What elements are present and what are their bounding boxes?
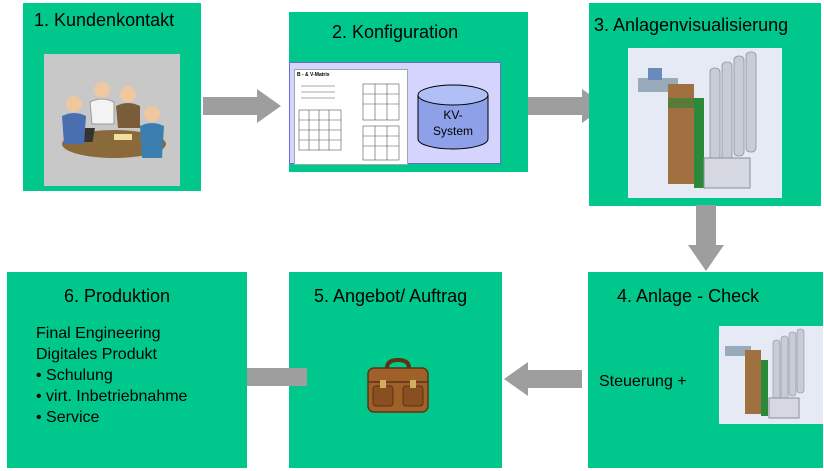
briefcase-icon — [365, 357, 431, 421]
step-title: 5. Angebot/ Auftrag — [314, 286, 468, 306]
step-title: 2. Konfiguration — [332, 22, 459, 42]
list-item: • virt. Inbetriebnahme — [36, 388, 188, 405]
cylinder-label-line2: System — [432, 124, 473, 138]
plant-3d-model-icon — [719, 326, 823, 424]
list-item: • Service — [36, 409, 100, 426]
step-anlage-check: 4. Anlage - Check Steuerung + — [588, 272, 823, 468]
arrow-down-icon — [688, 205, 724, 271]
step-angebot-auftrag: 5. Angebot/ Auftrag — [289, 272, 502, 468]
control-label: Steuerung + — [599, 373, 687, 390]
plant-3d-model-icon — [628, 48, 782, 198]
step-konfiguration: 2. Konfiguration B - & V-Matrix — [289, 12, 528, 172]
step-title: 6. Produktion — [64, 286, 171, 306]
step-produktion: 6. Produktion Final Engineering Digitale… — [7, 272, 247, 468]
arrow-left-icon — [504, 362, 582, 396]
step-kundenkontakt: 1. Kundenkontakt — [23, 3, 201, 191]
list-item: • Schulung — [36, 367, 113, 384]
production-list: Final Engineering Digitales Produkt • Sc… — [36, 323, 187, 428]
database-cylinder-icon: KV- System — [414, 83, 492, 158]
step-anlagenvisualisierung: 3. Anlagenvisualisierung — [589, 3, 821, 206]
step-title: 3. Anlagenvisualisierung — [594, 15, 789, 35]
matrix-document-icon: B - & V-Matrix — [294, 69, 408, 165]
cylinder-label-line1: KV- — [443, 108, 463, 122]
step-title: 1. Kundenkontakt — [34, 10, 175, 30]
step-title: 4. Anlage - Check — [617, 286, 760, 306]
configuration-panel: B - & V-Matrix — [289, 62, 501, 165]
arrow-right-icon — [203, 89, 281, 123]
list-item: Final Engineering — [36, 325, 161, 342]
meeting-people-icon — [44, 54, 180, 186]
arrow-right-icon — [528, 89, 606, 123]
list-item: Digitales Produkt — [36, 346, 157, 363]
